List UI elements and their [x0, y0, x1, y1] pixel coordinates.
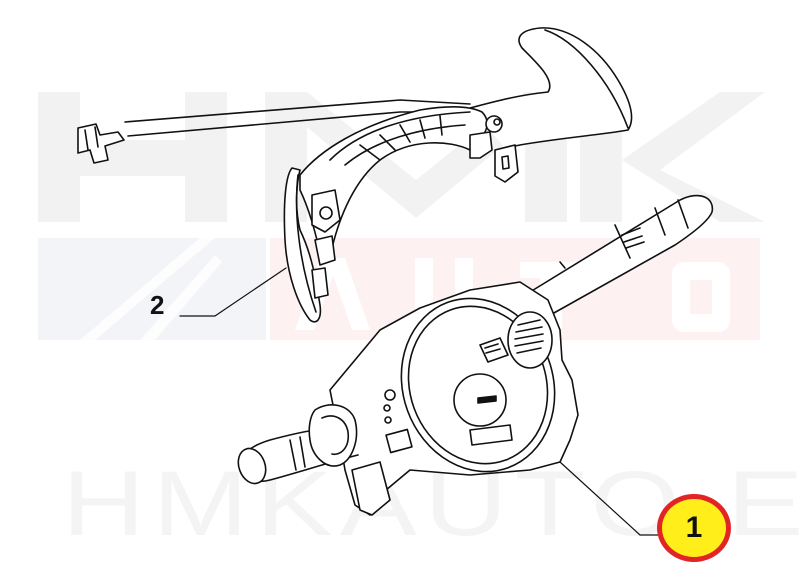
callout-badge-1: 1	[657, 494, 731, 562]
part-2-shroud	[77, 27, 633, 323]
callout-2-leader	[179, 267, 287, 317]
part-1-combination-switch	[237, 194, 714, 516]
callout-label-1: 1	[685, 511, 703, 544]
callout-label-2: 2	[150, 290, 165, 320]
callout-1-leader	[559, 461, 664, 536]
